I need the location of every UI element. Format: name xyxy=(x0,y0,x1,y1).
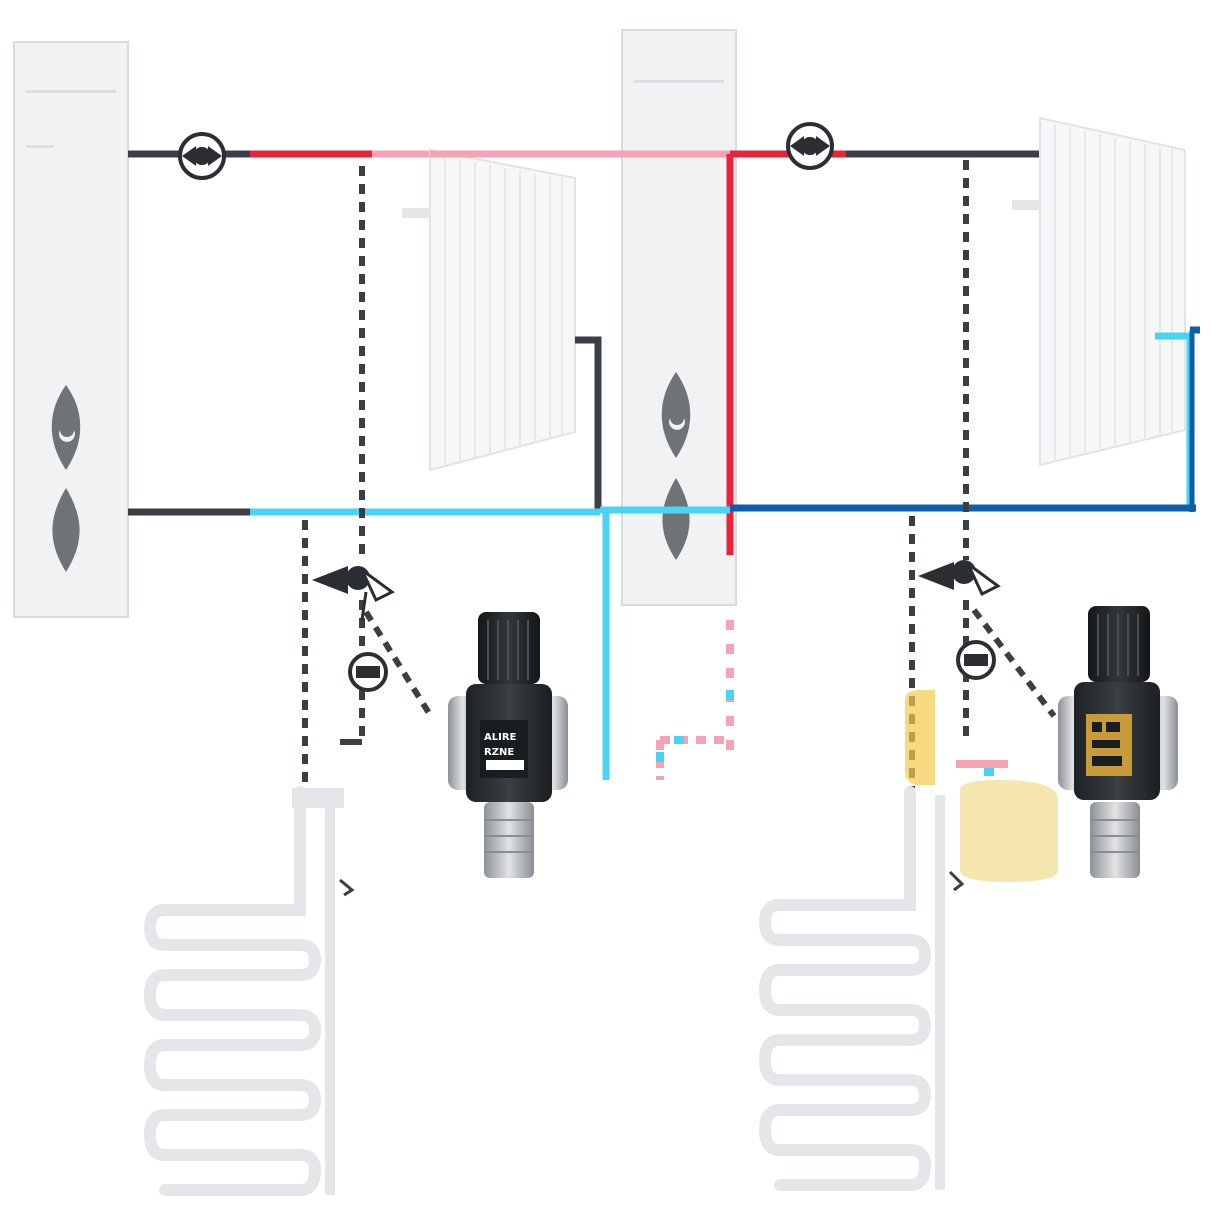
pump-icon xyxy=(312,566,395,621)
boiler-left xyxy=(13,41,129,618)
thermostatic-mixing-valve-right[interactable] xyxy=(1058,606,1178,878)
pump-icon xyxy=(918,560,1001,597)
right-system xyxy=(430,29,1200,1191)
left-system: ALIRE RZNE xyxy=(13,41,602,1196)
valve-highlight-right xyxy=(905,690,1058,882)
supply-pump-left[interactable] xyxy=(178,132,226,180)
pump-small-left[interactable] xyxy=(348,652,388,692)
pump-icon xyxy=(786,122,834,170)
supply-pump-right[interactable] xyxy=(786,122,834,170)
water-drop-icon xyxy=(52,488,80,572)
pump-icon xyxy=(178,132,226,180)
radiator-left xyxy=(402,148,576,472)
valve-label-line2: RZNE xyxy=(484,747,514,758)
valve-label-line1: ALIRE xyxy=(484,732,517,743)
pump-small-right[interactable] xyxy=(956,640,996,680)
underfloor-heating-right xyxy=(758,786,965,1191)
radiator-right xyxy=(1012,116,1186,467)
boiler-right xyxy=(621,29,737,606)
return-pump-right[interactable] xyxy=(918,560,1001,597)
flame-icon xyxy=(661,372,691,458)
flame-icon xyxy=(51,385,81,470)
underfloor-heating-left xyxy=(143,786,355,1196)
return-pump-left[interactable] xyxy=(312,566,395,621)
water-drop-icon xyxy=(662,478,690,560)
thermostatic-mixing-valve-left[interactable]: ALIRE RZNE xyxy=(448,612,568,878)
flow-indicator-dashes xyxy=(656,620,734,780)
